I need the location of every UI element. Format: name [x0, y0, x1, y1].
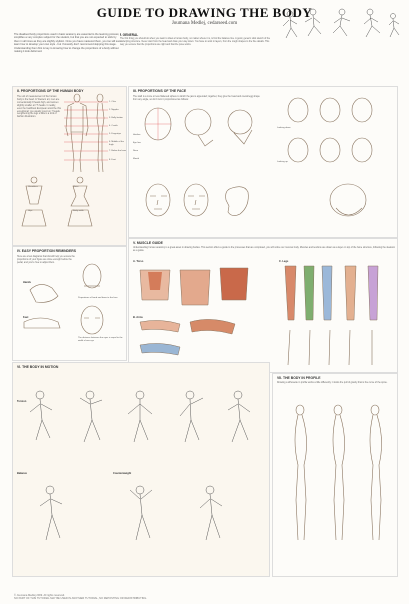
panel-easy-reminders: IV. EASY PROPORTION REMINDERS Here are a… — [12, 246, 127, 361]
page-subtitle: Joumana Medlej, cedarseed.com — [171, 21, 238, 26]
note-counterweight: Counterweight — [113, 472, 132, 475]
note-nose: Nose — [133, 150, 139, 152]
leg-sketches — [287, 329, 373, 366]
note-hips: Hips — [28, 210, 33, 212]
motion-figure-7 — [129, 485, 153, 541]
note-torsion: Torsion — [17, 400, 27, 403]
body-in-motion-heading: VI. THE BODY IN MOTION — [17, 365, 59, 369]
label-chin: 1. Chin — [109, 101, 116, 103]
hand-measurement — [29, 284, 59, 303]
face-side-construction — [184, 108, 214, 147]
panel-general: I. GENERAL The first thing you should do… — [120, 33, 398, 87]
muscle-guide-text: Understanding human anatomy is a great a… — [133, 247, 395, 252]
note-mouth: Mouth — [133, 158, 140, 160]
leg-muscles — [284, 265, 379, 321]
label-crotch: 4. Crotch — [109, 125, 118, 127]
face-front-construction — [144, 107, 172, 141]
label-fingertips: 5. Fingertips — [109, 133, 122, 135]
note-looking-up: Looking up — [277, 161, 288, 163]
motion-figure-2 — [79, 390, 103, 443]
footer: © Joumana Medlej 2009. All rights reserv… — [14, 594, 147, 600]
note-waist: Waist — [73, 186, 79, 188]
label-below-knee: 7. Below the knee — [109, 150, 127, 152]
body-in-profile-heading: VII. THE BODY IN PROFILE — [277, 376, 321, 380]
page-title: GUIDE TO DRAWING THE BODY — [96, 5, 313, 20]
face-three-quarter — [227, 109, 253, 145]
figure-sketch-1 — [282, 10, 298, 39]
label-mid-thigh: 6. Middle of the thigh — [109, 141, 124, 146]
torso-muscles-back — [179, 269, 211, 306]
torso-muscles-colored — [219, 267, 249, 301]
easy-reminders-text: Here are a few diagrams that should help… — [17, 256, 75, 264]
note-feet: Feet — [23, 316, 29, 319]
proportions-face-text: The skull is a more or less flattened sp… — [133, 96, 260, 101]
general-heading: I. GENERAL — [120, 33, 139, 37]
motion-figure-4 — [179, 390, 204, 443]
proportions-body-text: The unit of measurement of the human bod… — [17, 96, 61, 119]
label-arms: B. Arms — [133, 316, 143, 319]
label-feet: 8. Feet — [109, 159, 116, 161]
torso-diagram-female — [70, 176, 90, 207]
footer-note: NO PART OF THIS TUTORIAL MAY BE USED IN … — [14, 596, 148, 600]
note-hairline: Hairline — [133, 134, 141, 136]
label-legs: C. Legs — [279, 260, 289, 263]
figure-sketch-5 — [388, 13, 400, 38]
label-nipples: 2. Nipples — [109, 109, 119, 111]
motion-figure-1 — [29, 390, 53, 441]
muscle-guide-heading: V. MUSCLE GUIDE — [133, 241, 163, 245]
label-torso: A. Torso — [133, 260, 144, 263]
note-balance: Balance — [17, 472, 27, 475]
note-body-width: Body width — [73, 210, 84, 212]
face-profile-female — [225, 186, 249, 216]
panel-proportions-face: III. PROPORTIONS OF THE FACE The skull i… — [128, 86, 398, 238]
general-text: The first thing you should do when you w… — [120, 38, 270, 46]
motion-figure-3 — [127, 390, 153, 443]
footer-copyright: © Joumana Medlej 2009. All rights reserv… — [14, 593, 65, 597]
label-belly-button: 3. Belly button — [109, 117, 123, 119]
note-shoulders: Shoulders — [28, 186, 38, 188]
profile-figure-2 — [332, 404, 345, 541]
hand-on-face — [82, 263, 102, 289]
motion-figure-8 — [199, 485, 223, 541]
head-3d-view — [329, 183, 367, 217]
torso-muscles-front — [139, 269, 171, 301]
note-hand-face: Proportions of hand and bone to the face — [78, 297, 118, 299]
note-eye-distance: The distance between the eyes is equal t… — [78, 337, 123, 342]
figure-sketch-2 — [304, 8, 322, 37]
profile-figure-1 — [294, 404, 307, 541]
face-looking-down — [287, 97, 373, 123]
proportions-body-heading: II. PROPORTIONS OF THE HUMAN BODY — [17, 89, 84, 93]
motion-figure-6 — [39, 485, 63, 541]
proportion-guide-lines — [64, 101, 108, 161]
figure-sketch-4 — [363, 8, 381, 38]
figure-sketch-3 — [332, 8, 351, 37]
foot-measurement — [23, 317, 61, 329]
profile-figure-3 — [369, 404, 382, 541]
body-in-profile-text: Drawing a silhouette in profile works a … — [277, 382, 388, 384]
face-looking-up — [287, 137, 373, 163]
note-looking-down: Looking down — [277, 127, 291, 129]
face-male-front — [183, 183, 209, 217]
panel-body-in-profile: VII. THE BODY IN PROFILE Drawing a silho… — [272, 373, 398, 577]
note-hands: Hands — [23, 281, 31, 284]
motion-figure-5 — [227, 390, 251, 443]
note-eye-line: Eye line — [133, 142, 141, 144]
torso-diagram-male — [25, 176, 43, 205]
face-eye-spacing — [80, 305, 104, 335]
proportions-face-heading: III. PROPORTIONS OF THE FACE — [133, 89, 187, 93]
face-female-front — [145, 183, 171, 217]
arm-muscles — [139, 319, 236, 356]
panel-body-in-motion: VI. THE BODY IN MOTION Torsion Balance C… — [12, 362, 270, 577]
easy-reminders-heading: IV. EASY PROPORTION REMINDERS — [17, 249, 76, 253]
intro-text: The idealised body proportions used in b… — [14, 33, 122, 54]
hips-diagram — [21, 209, 93, 227]
